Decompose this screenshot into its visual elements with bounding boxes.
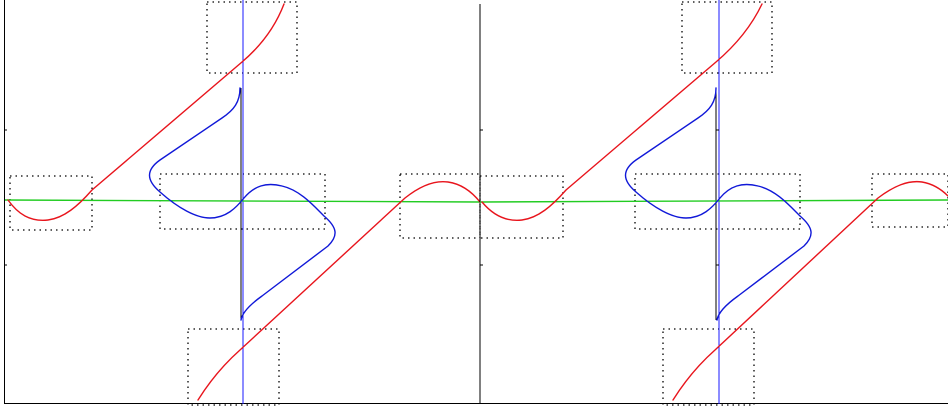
dotted-box-top [206, 1, 298, 74]
dotted-box-left [9, 175, 93, 231]
green-line [479, 199, 948, 203]
red-curve-lower [197, 180, 481, 401]
dotted-box-bottom [187, 328, 280, 406]
red-curve-lower [672, 180, 948, 401]
dotted-box-left [479, 175, 564, 239]
red-curve-upper [481, 3, 763, 221]
blue-curve [148, 87, 336, 321]
blue-curve [624, 87, 812, 321]
red-curve-upper [7, 3, 285, 221]
left-panel [4, 0, 481, 406]
dotted-box-bottom [662, 328, 755, 406]
right-panel [479, 0, 948, 406]
frame [4, 0, 948, 404]
dotted-box-top [681, 1, 773, 74]
dotted-box-right [399, 173, 481, 239]
